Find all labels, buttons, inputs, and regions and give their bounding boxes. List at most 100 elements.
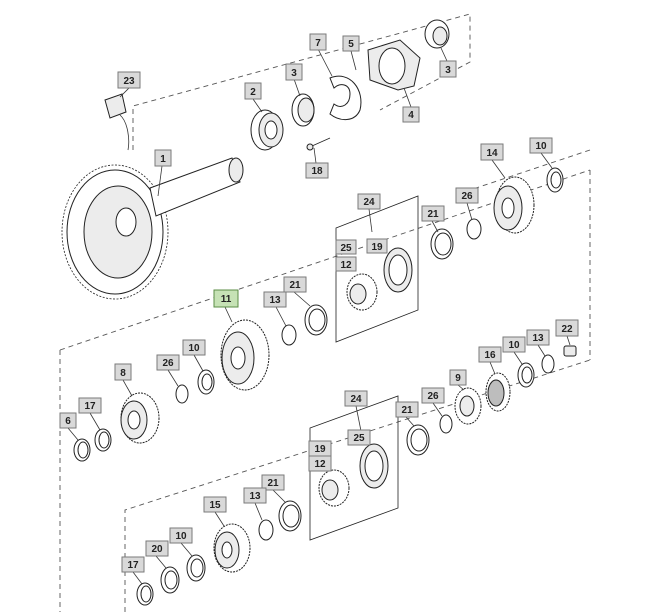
part-20-washer xyxy=(160,566,180,594)
callout-1-label: 1 xyxy=(160,154,166,165)
callout-18-label: 18 xyxy=(311,166,323,177)
callout-2-label: 2 xyxy=(250,87,256,98)
callout-10-mid-label: 10 xyxy=(188,343,200,354)
callout-12-upper[interactable]: 12 xyxy=(335,256,357,272)
callout-7-label: 7 xyxy=(315,38,321,49)
callout-10-mid[interactable]: 10 xyxy=(182,339,206,356)
callout-17-bottom[interactable]: 17 xyxy=(121,556,145,573)
part-13-ring-mid xyxy=(281,324,297,346)
part-26-washer-lower xyxy=(439,414,453,434)
callout-23[interactable]: 23 xyxy=(117,71,141,89)
callout-11[interactable]: 11 xyxy=(213,289,239,308)
callout-25-lower[interactable]: 25 xyxy=(347,429,371,446)
callout-24-upper[interactable]: 24 xyxy=(357,193,381,210)
part-10-washer-top xyxy=(546,167,564,193)
callout-22[interactable]: 22 xyxy=(555,319,579,337)
callout-17-mid[interactable]: 17 xyxy=(78,397,102,414)
callout-21-lower-left-label: 21 xyxy=(267,478,279,489)
callout-4[interactable]: 4 xyxy=(402,106,420,123)
callout-19-lower[interactable]: 19 xyxy=(308,440,332,457)
callout-10-bottom[interactable]: 10 xyxy=(169,527,193,544)
part-17-snap-ring-mid xyxy=(94,428,112,452)
callout-10-top-label: 10 xyxy=(535,141,547,152)
callout-10-right[interactable]: 10 xyxy=(502,336,526,353)
part-3-bearing-cup-right xyxy=(424,19,450,49)
callout-17-mid-label: 17 xyxy=(84,401,96,412)
callout-5-label: 5 xyxy=(348,39,354,50)
part-13-ring-lower xyxy=(258,519,274,541)
callout-15[interactable]: 15 xyxy=(203,496,227,513)
part-11-gear xyxy=(220,319,270,391)
assembly-boundaries xyxy=(59,13,591,612)
callout-13-right-label: 13 xyxy=(532,333,544,344)
part-13-ring-right xyxy=(541,354,555,374)
callout-10-top[interactable]: 10 xyxy=(529,137,553,154)
part-22-plug xyxy=(563,345,577,357)
callout-3-right-label: 3 xyxy=(445,65,451,76)
part-18-bolt xyxy=(306,137,331,151)
callout-25-upper[interactable]: 25 xyxy=(335,239,357,255)
callout-16-label: 16 xyxy=(484,350,496,361)
part-9-gear xyxy=(454,387,482,425)
callout-23-label: 23 xyxy=(123,76,135,87)
callout-6[interactable]: 6 xyxy=(59,412,77,429)
synchronizer-upper xyxy=(346,247,413,311)
callout-20[interactable]: 20 xyxy=(145,540,169,557)
callout-7[interactable]: 7 xyxy=(309,33,327,51)
part-15-gear xyxy=(213,523,251,573)
callout-9[interactable]: 9 xyxy=(449,369,467,386)
callout-13-lower-label: 13 xyxy=(249,491,261,502)
callout-8[interactable]: 8 xyxy=(114,363,132,381)
callout-13-lower[interactable]: 13 xyxy=(243,487,267,504)
callout-19-upper[interactable]: 19 xyxy=(366,238,388,254)
part-8-gear xyxy=(120,392,160,444)
part-21-ring-mid xyxy=(304,304,328,336)
callout-21-lower-frame[interactable]: 21 xyxy=(395,401,419,418)
part-3-bearing-cup-left xyxy=(291,93,315,127)
subassembly-frame-upper xyxy=(335,195,419,343)
part-16-gear xyxy=(485,372,511,412)
callout-21-lower-left[interactable]: 21 xyxy=(261,474,285,491)
callout-22-label: 22 xyxy=(561,324,573,335)
part-10-washer-bottom xyxy=(186,554,206,582)
callout-26-lower[interactable]: 26 xyxy=(421,387,445,404)
callout-24-lower[interactable]: 24 xyxy=(344,390,368,407)
callout-3-left-label: 3 xyxy=(291,68,297,79)
part-17-snap-ring-bottom xyxy=(136,582,154,606)
callout-2[interactable]: 2 xyxy=(244,82,262,100)
part-21-synchro-ring-upper xyxy=(430,228,454,260)
callout-1[interactable]: 1 xyxy=(154,149,172,167)
callout-3-right[interactable]: 3 xyxy=(439,60,457,78)
callout-13-mid[interactable]: 13 xyxy=(263,291,287,308)
callout-12-lower[interactable]: 12 xyxy=(308,455,332,472)
callout-21-upper-frame-label: 21 xyxy=(427,209,439,220)
callout-24-lower-label: 24 xyxy=(350,394,362,405)
callout-13-right[interactable]: 13 xyxy=(526,329,550,346)
callout-18[interactable]: 18 xyxy=(305,162,329,179)
callout-21-upper-frame[interactable]: 21 xyxy=(421,205,445,222)
callout-3-left[interactable]: 3 xyxy=(285,63,303,81)
callout-16[interactable]: 16 xyxy=(478,346,502,363)
callout-15-label: 15 xyxy=(209,500,221,511)
part-10-washer-right xyxy=(517,362,535,388)
callout-9-label: 9 xyxy=(455,373,461,384)
callout-8-label: 8 xyxy=(120,368,126,379)
callout-5[interactable]: 5 xyxy=(342,35,360,52)
callout-14[interactable]: 14 xyxy=(480,143,504,161)
callout-21-mid-label: 21 xyxy=(289,280,301,291)
callout-26-top[interactable]: 26 xyxy=(455,187,479,204)
callout-24-upper-label: 24 xyxy=(363,197,375,208)
callout-26-top-label: 26 xyxy=(461,191,473,202)
part-21-ring-lower-left xyxy=(278,500,302,532)
part-6-washer xyxy=(73,438,91,462)
callout-26-mid[interactable]: 26 xyxy=(156,354,180,371)
callout-13-mid-label: 13 xyxy=(269,295,281,306)
callout-10-right-label: 10 xyxy=(508,340,520,351)
callout-6-label: 6 xyxy=(65,416,71,427)
callout-21-mid[interactable]: 21 xyxy=(283,276,307,293)
callout-21-lower-frame-label: 21 xyxy=(401,405,413,416)
subassembly-frame-lower xyxy=(309,395,399,541)
part-26-washer-top xyxy=(466,218,482,240)
callout-25-lower-label: 25 xyxy=(353,433,365,444)
leader-lines xyxy=(67,47,571,585)
